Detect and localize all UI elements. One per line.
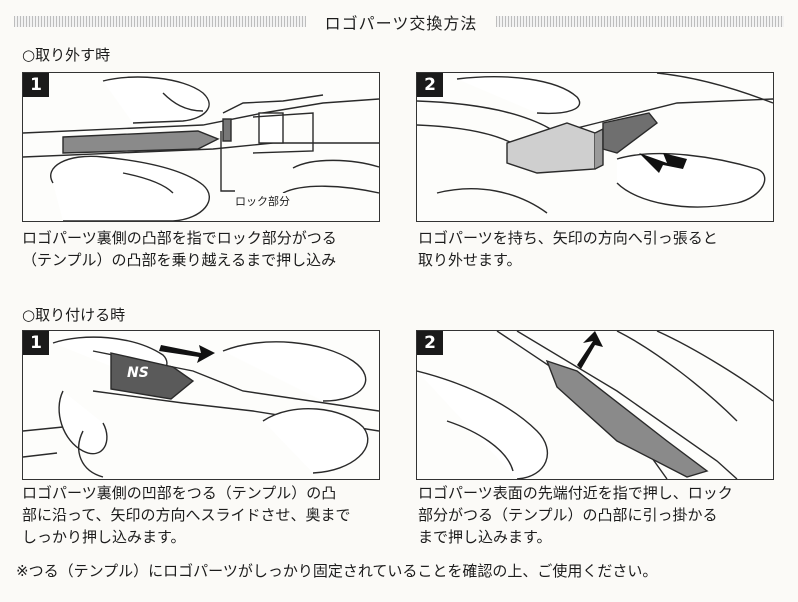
attach-step1-drawing xyxy=(23,336,379,478)
section-attach-label: ○取り付ける時 xyxy=(22,306,126,324)
caption-line: ロゴパーツ裏側の凹部をつる（テンプル）の凸 xyxy=(22,484,337,502)
title-stripe-left xyxy=(14,16,306,27)
caption-line: ロゴパーツ裏側の凸部を指でロック部分がつる xyxy=(22,229,337,247)
caption-line: しっかり押し込みます。 xyxy=(22,528,186,546)
caption-line: 部に沿って、矢印の方向へスライドさせ、奥まで xyxy=(22,506,351,524)
lock-part-callout: ロック部分 xyxy=(235,193,290,209)
remove-step2-drawing xyxy=(417,73,773,214)
attach-step1-caption: ロゴパーツ裏側の凹部をつる（テンプル）の凸 部に沿って、矢印の方向へスライドさせ… xyxy=(22,482,351,548)
step-number: 1 xyxy=(23,331,49,355)
title-bar: ロゴパーツ交換方法 xyxy=(14,8,784,34)
caption-line: 部分がつる（テンプル）の凸部に引っ掛かる xyxy=(418,506,718,524)
remove-step1-drawing xyxy=(23,76,379,221)
step-number: 2 xyxy=(417,73,443,97)
step-number: 2 xyxy=(417,331,443,355)
remove-step1-caption: ロゴパーツ裏側の凸部を指でロック部分がつる （テンプル）の凸部を乗り越えるまで押… xyxy=(22,227,337,271)
logo-mark: NS xyxy=(127,365,149,381)
attach-step2-caption: ロゴパーツ表面の先端付近を指で押し、ロック 部分がつる（テンプル）の凸部に引っ掛… xyxy=(418,482,733,548)
caption-line: ロゴパーツを持ち、矢印の方向へ引っ張ると xyxy=(418,229,718,247)
attach-step1-illustration: 1 NS xyxy=(22,330,380,480)
caption-line: （テンプル）の凸部を乗り越えるまで押し込み xyxy=(22,251,337,269)
remove-step2-illustration: 2 xyxy=(416,72,774,222)
caption-line: 取り外せます。 xyxy=(418,251,522,269)
remove-step1-illustration: 1 ロック部分 xyxy=(22,72,380,222)
title-stripe-right xyxy=(496,16,784,27)
caption-line: ロゴパーツ表面の先端付近を指で押し、ロック xyxy=(418,484,733,502)
attach-step2-illustration: 2 xyxy=(416,330,774,480)
footnote: ※つる（テンプル）にロゴパーツがしっかり固定されていることを確認の上、ご使用くだ… xyxy=(16,562,658,580)
page-title: ロゴパーツ交換方法 xyxy=(324,14,478,33)
caption-line: まで押し込みます。 xyxy=(418,528,552,546)
remove-step2-caption: ロゴパーツを持ち、矢印の方向へ引っ張ると 取り外せます。 xyxy=(418,227,718,271)
section-remove-label: ○取り外す時 xyxy=(22,46,111,64)
step-number: 1 xyxy=(23,73,49,97)
attach-step2-drawing xyxy=(417,331,773,479)
